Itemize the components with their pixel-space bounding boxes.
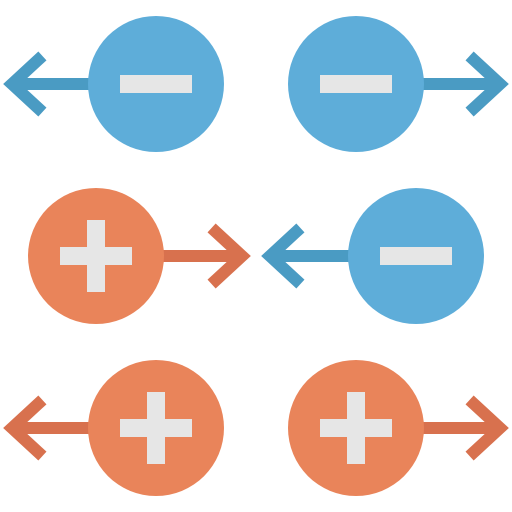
charge-negative-right [288,16,509,152]
charge-negative-right [261,188,484,324]
arrow-right-icon [410,51,509,117]
row-positive-negative [28,188,484,324]
arrow-right-icon [410,395,509,461]
plus-icon [87,220,105,292]
arrow-left-icon [3,51,100,117]
row-negative-negative [3,16,509,152]
charge-positive-right [288,360,509,496]
minus-icon [320,75,392,93]
charge-positive-left [3,360,224,496]
row-positive-positive [3,360,509,496]
arrow-left-icon [3,395,100,461]
plus-icon [147,392,165,464]
charge-positive-left [28,188,251,324]
arrow-left-icon [261,223,362,289]
arrow-right-icon [150,223,251,289]
plus-icon [347,392,365,464]
minus-icon [380,247,452,265]
minus-icon [120,75,192,93]
charge-negative-left [3,16,224,152]
